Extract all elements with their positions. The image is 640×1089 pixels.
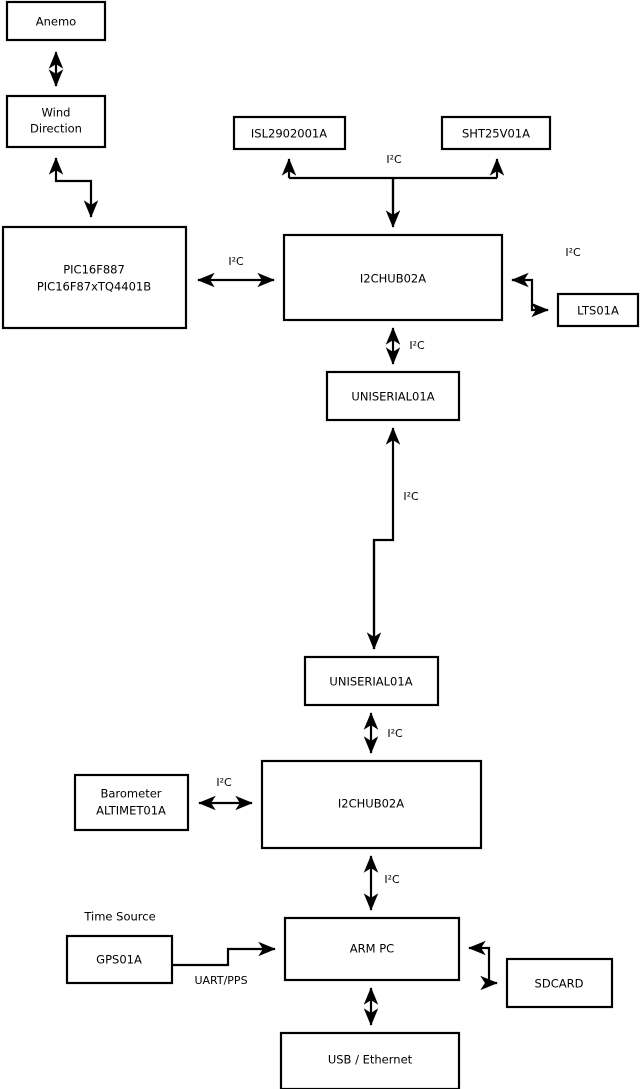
node-wind-direction-label-line2: Direction: [30, 122, 82, 136]
node-uniserial01a-lower-label: UNISERIAL01A: [329, 675, 412, 689]
node-usb-ethernet[interactable]: [279, 1031, 461, 1089]
edge-label-uniserial-link: I²C: [403, 490, 419, 503]
node-barometer-label-line2: ALTIMET01A: [96, 804, 166, 818]
edge-gps-armpc: [172, 941, 276, 967]
label-time-source: Time Source: [83, 910, 155, 924]
node-anemo-label: Anemo: [36, 15, 76, 29]
node-i2chub02a-top[interactable]: [282, 233, 504, 322]
edge-label-pic-hubtop: I²C: [228, 255, 244, 268]
edge-armpc-sdcard: [468, 940, 498, 991]
edge-uniserial-link-up: [372, 427, 401, 649]
node-arm-pc-label: ARM PC: [350, 942, 394, 956]
node-isl2902001a-label: ISL2902001A: [251, 127, 327, 141]
edge-label-hubtop-sensors: I²C: [386, 153, 402, 166]
edge-label-barometer-hubbottom: I²C: [216, 776, 232, 789]
node-gps01a-label: GPS01A: [96, 953, 142, 967]
node-i2chub02a-bottom[interactable]: [260, 759, 483, 850]
edge-label-hubtop-uniserial1: I²C: [409, 339, 425, 352]
node-uniserial01a-upper[interactable]: [325, 370, 461, 422]
node-uniserial01a-lower[interactable]: [303, 655, 440, 707]
edge-label-hubbottom-armpc: I²C: [384, 873, 400, 886]
node-sdcard-label: SDCARD: [535, 977, 584, 991]
node-sht25v01a[interactable]: [440, 115, 552, 151]
node-pic-mcu[interactable]: [1, 225, 188, 330]
node-lts01a-label: LTS01A: [577, 304, 619, 318]
node-sdcard[interactable]: [505, 957, 614, 1009]
node-anemo[interactable]: [5, 0, 107, 42]
node-uniserial01a-upper-label: UNISERIAL01A: [351, 390, 434, 404]
node-i2chub02a-top-label: I2CHUB02A: [360, 272, 426, 286]
node-wind-direction[interactable]: [5, 94, 107, 149]
node-pic-mcu-label-line2: PIC16F87xTQ4401B: [37, 280, 151, 294]
node-gps01a[interactable]: [65, 934, 174, 985]
node-wind-direction-label-line1: Wind: [42, 106, 71, 120]
edge-label-uniserial2-hubbottom: I²C: [387, 727, 403, 740]
edge-winddir-pic: [48, 157, 99, 218]
node-isl2902001a[interactable]: [232, 115, 347, 151]
edge-label-gps-armpc: UART/PPS: [194, 974, 247, 987]
node-pic-mcu-label-line1: PIC16F887: [63, 263, 125, 277]
node-i2chub02a-bottom-label: I2CHUB02A: [338, 797, 404, 811]
node-barometer-altimet01a[interactable]: [73, 773, 190, 832]
node-arm-pc[interactable]: [283, 916, 461, 982]
edge-label-hubtop-lts: I²C: [565, 246, 581, 259]
node-barometer-label-line1: Barometer: [100, 787, 161, 801]
node-usb-ethernet-label: USB / Ethernet: [328, 1053, 413, 1067]
node-lts01a[interactable]: [556, 292, 640, 328]
edge-hubtop-lts: [511, 272, 549, 318]
node-sht25v01a-label: SHT25V01A: [462, 127, 530, 141]
